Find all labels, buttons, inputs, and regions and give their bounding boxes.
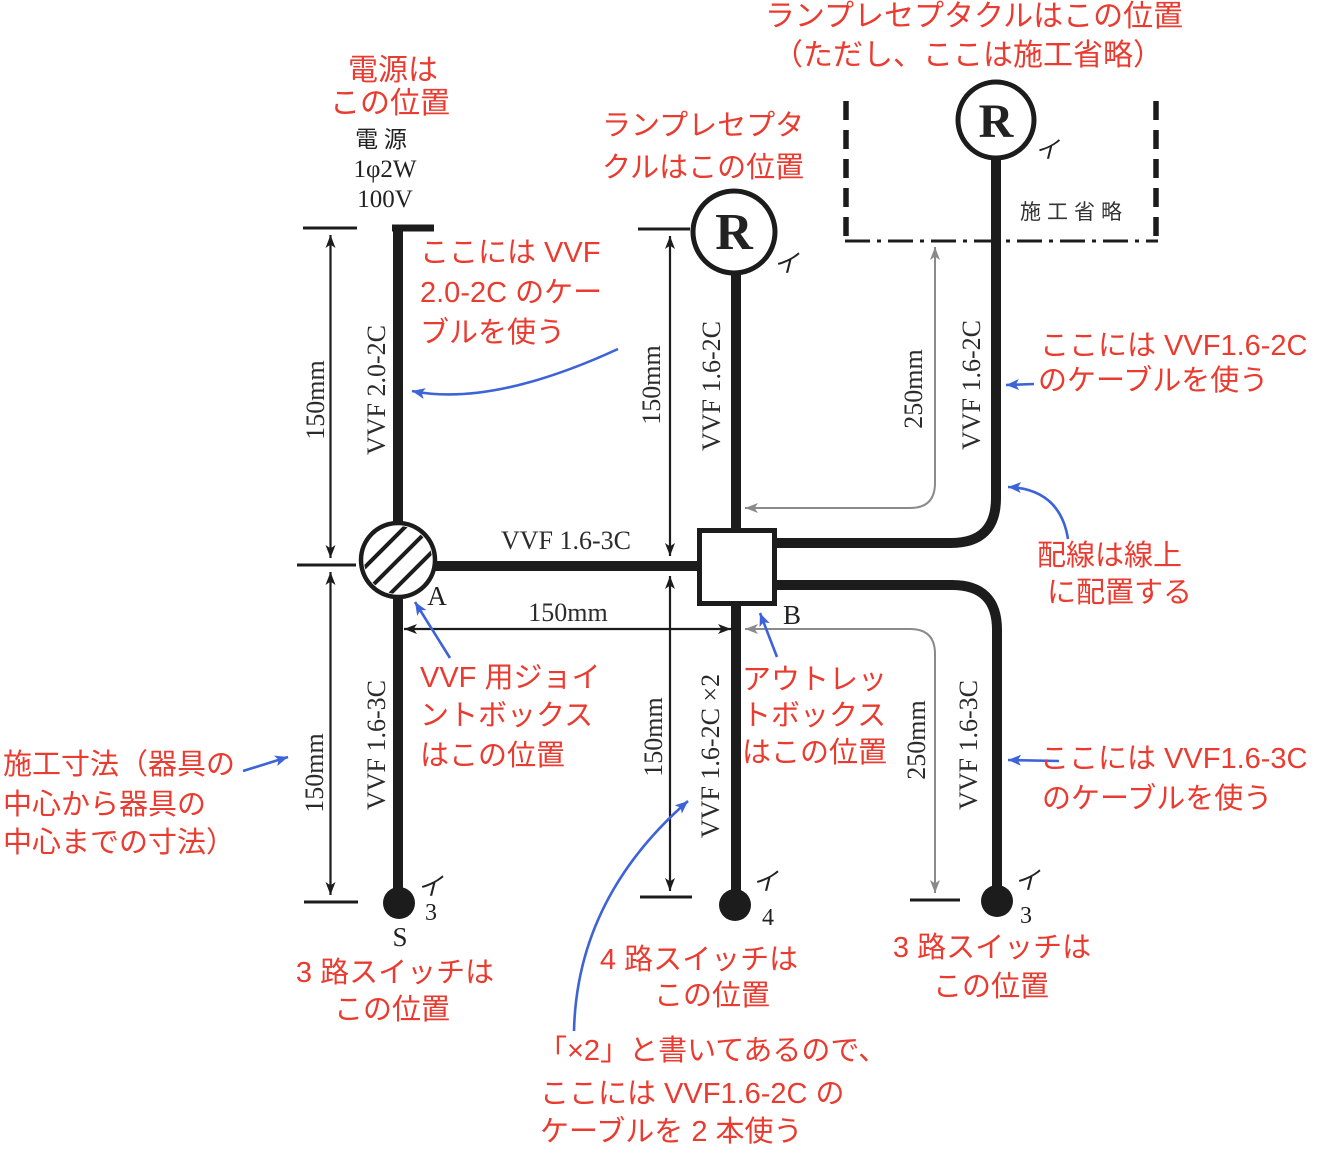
note-dimension-line1: 施工寸法（器具の xyxy=(3,749,236,781)
note-lamp-top-line1: ランプレセプタクルはこの位置 xyxy=(764,0,1184,33)
note-sw3-right-line1: 3 路スイッチは xyxy=(892,932,1092,964)
note-vvf163c-right-line2: のケーブルを使う xyxy=(1042,783,1273,815)
note-x2-line1: 「×2」と書いてあるので、 xyxy=(538,1035,888,1067)
construction-omitted-label: 施工省略 xyxy=(1020,200,1128,224)
power-spec-line2: 1φ2W xyxy=(353,156,417,183)
note-lamp-mid-line1: ランプレセプタ xyxy=(602,110,805,142)
note-outlet-box-line3: はこの位置 xyxy=(742,737,888,769)
dimension-lines xyxy=(297,226,960,904)
construction-omitted-region xyxy=(843,101,1159,243)
note-vvf162c-right-line2: のケーブルを使う xyxy=(1038,365,1269,397)
lamp-receptacle-right-symbol xyxy=(955,79,1037,161)
cable-label-vvf16-2c-right: VVF 1.6-2C xyxy=(956,320,986,451)
note-sw3-left-line2: この位置 xyxy=(333,994,451,1026)
note-vvf20-line3: ブルを使う xyxy=(420,317,566,349)
arrow-to-outlet-box xyxy=(758,612,779,658)
cable-label-vvf20-2c: VVF 2.0-2C xyxy=(361,325,391,456)
dim-label-left-top: 150mm xyxy=(300,360,330,440)
arrow-to-wiring-curve xyxy=(1007,482,1070,540)
dim-label-right-top: 250mm xyxy=(898,349,928,429)
circuit-mark-lamp-right: イ xyxy=(1035,138,1059,164)
note-vvf162c-right-line1: ここには VVF1.6-2C xyxy=(1040,330,1308,362)
note-outlet-box-line2: トボックス xyxy=(742,700,887,732)
outlet-box-symbol xyxy=(697,528,777,606)
arrow-to-150mm-label xyxy=(242,755,289,773)
note-joint-box-line2: ントボックス xyxy=(420,700,594,732)
note-source-line2: この位置 xyxy=(330,87,450,120)
power-spec-line1: 電 源 xyxy=(355,127,407,152)
note-on-line-line2: に配置する xyxy=(1047,577,1193,609)
arrow-to-vvf20-cable xyxy=(411,347,619,399)
note-dimension-line3: 中心までの寸法） xyxy=(3,827,236,859)
cable-label-vvf16-3c-lower-right: VVF 1.6-3C xyxy=(953,680,983,811)
circuit-mark-sw-mid: イ xyxy=(752,869,778,896)
note-sw4-mid-line2: この位置 xyxy=(653,980,771,1012)
switch-left-symbol xyxy=(383,887,415,919)
leader-lines-250mm xyxy=(745,247,940,893)
note-vvf163c-right-line1: ここには VVF1.6-3C xyxy=(1040,743,1308,775)
note-dimension-line2: 中心から器具の xyxy=(3,789,207,821)
note-on-line-line1: 配線は線上 xyxy=(1037,540,1183,572)
joint-box-letter-a: A xyxy=(427,581,447,611)
lamp-receptacle-right-letter: R xyxy=(978,95,1014,148)
switch-mid-number: 4 xyxy=(762,905,774,931)
switch-right-symbol xyxy=(981,885,1013,917)
switch-right-number: 3 xyxy=(1020,903,1032,929)
note-sw3-right-line2: この位置 xyxy=(932,971,1050,1003)
note-lamp-mid-line2: クルはこの位置 xyxy=(602,152,805,184)
dim-label-right-bottom: 250mm xyxy=(901,700,931,780)
cable-b-to-lamp-right xyxy=(777,158,1001,548)
arrow-to-joint-box xyxy=(413,601,452,659)
note-outlet-box-line1: アウトレッ xyxy=(742,664,888,696)
note-sw4-mid-line1: 4 路スイッチは xyxy=(599,944,799,976)
lamp-receptacle-mid-symbol xyxy=(690,188,778,276)
annotation-arrows xyxy=(242,347,1070,1032)
lamp-receptacle-mid-letter: R xyxy=(715,204,753,261)
note-lamp-top-line2: （ただし、ここは施工省略） xyxy=(773,39,1163,72)
circuit-mark-sw-right: イ xyxy=(1014,868,1040,895)
switch-left-s: S xyxy=(392,922,408,952)
arrow-to-vvf162c-right xyxy=(1005,379,1035,391)
cable-b-to-switch-right xyxy=(777,580,1002,887)
switch-left-number: 3 xyxy=(425,900,437,926)
cable-label-vvf16-3c-ab: VVF 1.6-3C xyxy=(500,526,632,555)
outlet-box-letter-b: B xyxy=(782,600,802,630)
power-spec-line3: 100V xyxy=(357,186,413,213)
cables xyxy=(392,158,1002,891)
switch-mid-symbol xyxy=(719,889,751,921)
dim-label-mid-top: 150mm xyxy=(636,345,666,425)
dim-label-mid-bottom: 150mm xyxy=(638,697,668,777)
note-x2-line3: ケーブルを 2 本使う xyxy=(540,1116,803,1148)
note-source-line1: 電源は xyxy=(348,54,438,87)
circuit-mark-sw-left: イ xyxy=(417,874,443,901)
arrow-to-x2-cable xyxy=(572,800,689,1032)
dim-label-horizontal: 150mm xyxy=(528,598,608,627)
dim-label-left-bottom: 150mm xyxy=(299,733,329,813)
note-joint-box-line1: VVF 用ジョイ xyxy=(420,662,601,694)
arrow-to-vvf163c-right xyxy=(1007,754,1060,766)
note-x2-line2: ここには VVF1.6-2C の xyxy=(540,1078,845,1110)
note-sw3-left-line1: 3 路スイッチは xyxy=(295,957,495,989)
note-vvf20-line2: 2.0-2C のケー xyxy=(420,277,603,309)
cable-label-vvf16-2c-x2: VVF 1.6-2C ×2 xyxy=(695,673,725,839)
circuit-mark-lamp-mid: イ xyxy=(773,251,799,278)
cable-label-vvf16-3c-left: VVF 1.6-3C xyxy=(361,680,391,811)
note-vvf20-line1: ここには VVF xyxy=(420,237,601,269)
note-joint-box-line3: はこの位置 xyxy=(420,740,566,772)
cable-label-vvf16-2c-mid: VVF 1.6-2C xyxy=(696,321,726,452)
